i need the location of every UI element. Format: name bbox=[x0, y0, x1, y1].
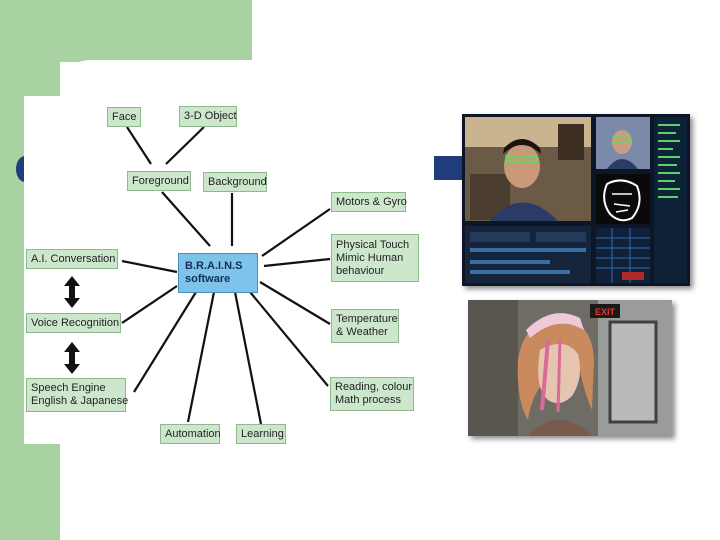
node-face: Face bbox=[107, 107, 141, 127]
node-brains-software: B.R.A.I.N.S software bbox=[178, 253, 258, 293]
robot-girl-photo: EXIT bbox=[468, 300, 672, 436]
node-motors-gyro: Motors & Gyro bbox=[331, 192, 407, 212]
node-foreground: Foreground bbox=[127, 171, 191, 191]
connector-foreground-center bbox=[161, 191, 211, 247]
node-background: Background bbox=[203, 172, 267, 192]
connector-face-foreground bbox=[126, 126, 152, 165]
node-automation: Automation bbox=[160, 424, 221, 444]
node-physical-touch: Physical Touch Mimic Human behaviour bbox=[331, 234, 419, 282]
face-tracking-illustration bbox=[462, 114, 690, 286]
brains-diagram: Face 3-D Object Foreground Background Mo… bbox=[24, 96, 434, 444]
connector-reading-center bbox=[249, 291, 329, 387]
node-ai-conversation: A.I. Conversation bbox=[26, 249, 118, 269]
node-learning: Learning bbox=[236, 424, 286, 444]
connector-motors-center bbox=[261, 208, 331, 257]
connector-temperature-center bbox=[259, 281, 331, 325]
double-arrow-lower bbox=[64, 342, 80, 374]
node-temperature-weather: Temperature & Weather bbox=[331, 309, 399, 343]
node-speech-engine: Speech Engine English & Japanese bbox=[26, 378, 128, 412]
node-3d-object: 3-D Object bbox=[179, 106, 237, 127]
exit-sign-text: EXIT bbox=[595, 307, 616, 317]
node-voice-recognition: Voice Recognition bbox=[26, 313, 121, 333]
double-arrow-upper bbox=[64, 276, 80, 308]
connector-lines bbox=[64, 126, 331, 425]
node-reading-colour: Reading, colour Math process bbox=[330, 377, 414, 411]
connector-speech-center bbox=[133, 291, 197, 393]
connector-voice-center bbox=[121, 285, 178, 324]
connector-ai-center bbox=[121, 259, 178, 274]
connector-automation-center bbox=[186, 291, 216, 423]
connector-touch-center bbox=[263, 257, 331, 268]
double-arrows bbox=[64, 276, 80, 374]
connector-3d-foreground bbox=[165, 126, 205, 165]
robot-girl-illustration: EXIT bbox=[468, 300, 672, 436]
face-tracking-screenshot bbox=[462, 114, 690, 286]
connector-learning-center bbox=[233, 291, 263, 425]
